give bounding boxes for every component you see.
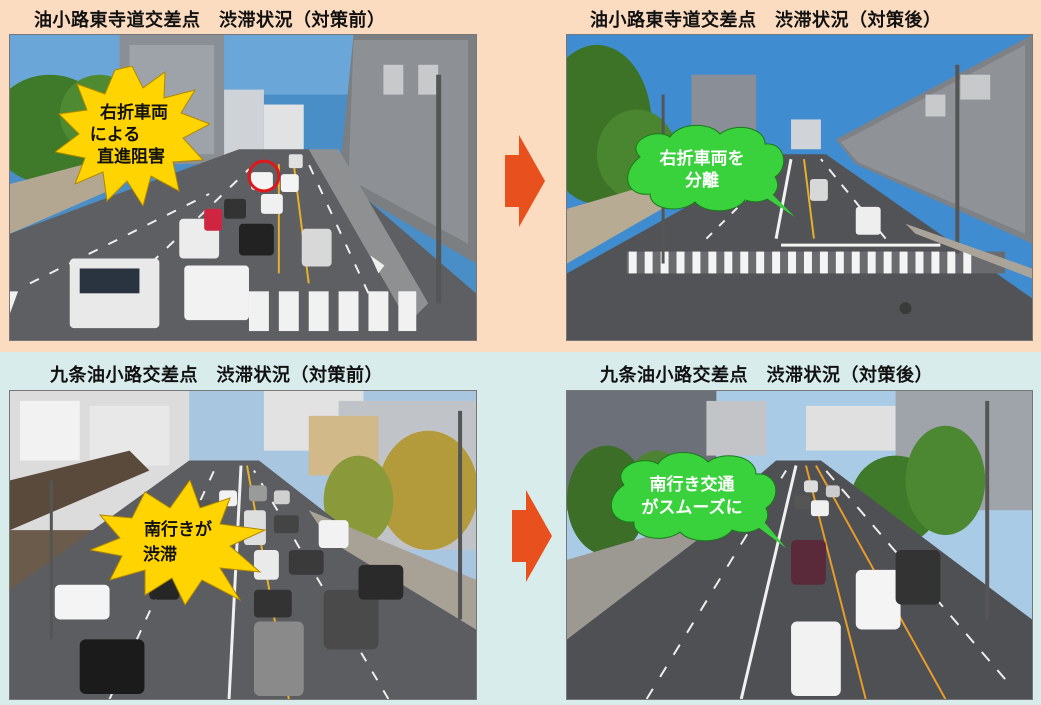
photo-bottom-after (566, 390, 1033, 700)
callout-line-2: 分離 (685, 170, 719, 191)
callout-line-1: 南行き交通 (650, 474, 735, 495)
callout-line-3: 直進阻害 (97, 146, 165, 167)
photo-top-before (9, 34, 477, 341)
photo-top-after (566, 34, 1033, 341)
caption-top-before: 油小路東寺道交差点 渋滞状況（対策前） (34, 10, 386, 31)
callout-cloud-top-after: 右折車両を 分離 (610, 122, 810, 222)
callout-line-2: 渋滞 (143, 544, 177, 565)
caption-top-after: 油小路東寺道交差点 渋滞状況（対策後） (590, 10, 942, 31)
arrow-right-top (505, 135, 545, 227)
callout-line-2: がスムーズに (641, 497, 742, 518)
callout-line-1: 右折車両を (660, 148, 745, 169)
arrow-right-bottom (512, 490, 552, 582)
callout-burst-bottom-before: 南行きが 渋滞 (88, 478, 270, 606)
callout-line-1: 南行きが (144, 519, 212, 540)
callout-line-2: による (90, 125, 141, 145)
callout-burst-top-before: 右折車両 による 直進阻害 (53, 65, 212, 208)
caption-bottom-after: 九条油小路交差点 渋滞状況（対策後） (600, 365, 933, 386)
callout-cloud-bottom-after: 南行き交通 がスムーズに (596, 450, 796, 550)
photo-bottom-before (9, 390, 477, 700)
callout-line-1: 右折車両 (100, 102, 168, 123)
caption-bottom-before: 九条油小路交差点 渋滞状況（対策前） (50, 365, 383, 386)
